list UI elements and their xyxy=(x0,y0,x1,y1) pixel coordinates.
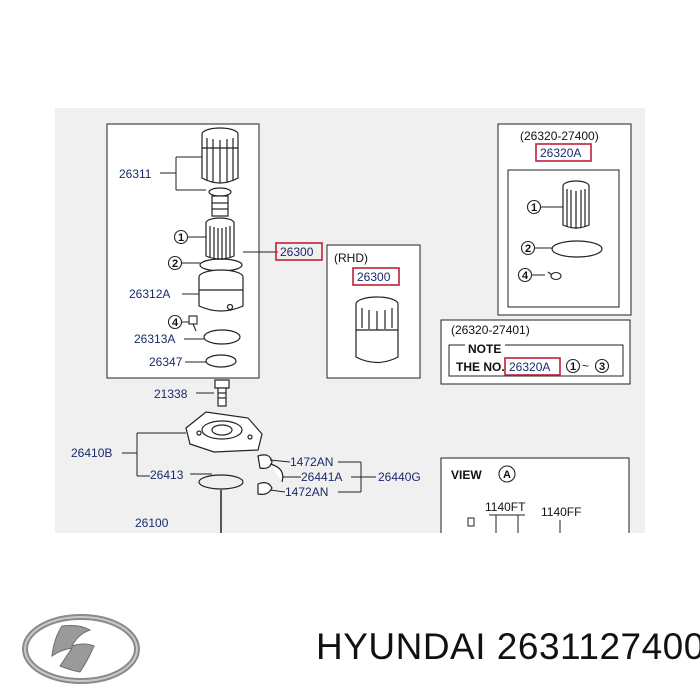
label-26300: 26300 xyxy=(280,245,314,259)
callout-2-kit-text: 2 xyxy=(525,243,531,255)
bracket-26440G xyxy=(338,461,376,493)
kit-27401-code: (26320-27401) xyxy=(451,323,530,337)
bracket-26410B xyxy=(122,432,186,477)
hose-fitting-drawing xyxy=(257,454,284,495)
callout-4-left-text: 4 xyxy=(172,317,179,329)
filter-housing-drawing xyxy=(198,269,244,312)
label-26410B: 26410B xyxy=(71,446,112,460)
note-callout-1 xyxy=(565,358,581,374)
label-1472AN-a: 1472AN xyxy=(290,455,333,469)
note-title: NOTE xyxy=(468,342,501,356)
leader-1472AN-a xyxy=(269,459,291,463)
callout-2-left-text: 2 xyxy=(172,258,178,270)
label-26441A: 26441A xyxy=(301,470,342,484)
callout-1-kit-text: 1 xyxy=(531,202,537,214)
callout-2-kit xyxy=(520,240,536,256)
callout-4-kit-text: 4 xyxy=(522,270,529,282)
label-1140FF: 1140FF xyxy=(541,505,581,519)
oil-cooler-drawing xyxy=(185,411,263,453)
note-callout-3-text: 3 xyxy=(599,361,605,373)
note-callout-3 xyxy=(594,358,610,374)
diagram-bottom-mask xyxy=(55,533,645,543)
seal-ring-drawing xyxy=(205,354,237,368)
callout-4-kit xyxy=(517,267,533,283)
label-21338: 21338 xyxy=(154,387,188,401)
rhd-filter-drawing xyxy=(355,296,399,364)
callout-1-left xyxy=(173,229,189,245)
kit-element-drawing xyxy=(562,180,590,229)
note-title-bg xyxy=(465,340,505,351)
view-a-leaders xyxy=(467,514,561,533)
label-26300-rhd: 26300 xyxy=(357,270,391,284)
label-26311: 26311 xyxy=(119,167,152,181)
hyundai-logo-icon xyxy=(22,614,140,684)
leader-1472AN-b xyxy=(269,489,286,493)
highlight-26300 xyxy=(275,242,323,261)
note-callout-1-text: 1 xyxy=(570,361,576,373)
view-a-title: VIEW xyxy=(451,468,482,482)
label-1472AN-b: 1472AN xyxy=(285,485,328,499)
bolt-drawing xyxy=(188,315,198,332)
filter-element-drawing xyxy=(205,217,235,260)
callout-4-left xyxy=(167,314,183,330)
brand-caption: HYUNDAI 2631127400 xyxy=(316,626,700,667)
label-26413: 26413 xyxy=(150,468,184,482)
note-text: THE NO. xyxy=(456,360,505,374)
view-a-letter: A xyxy=(503,469,511,481)
label-26313A: 26313A xyxy=(134,332,175,346)
cooler-gasket-drawing xyxy=(198,474,244,490)
highlight-kit-27400 xyxy=(535,143,592,162)
note-part: 26320A xyxy=(509,360,550,374)
label-26440G: 26440G xyxy=(378,470,421,484)
label-kit-27400-part: 26320A xyxy=(540,146,581,160)
bracket-26311 xyxy=(160,156,206,191)
filter-cap-drawing xyxy=(201,127,239,217)
callout-1-left-text: 1 xyxy=(178,232,184,244)
highlight-note-part xyxy=(504,357,561,376)
rhd-label: (RHD) xyxy=(334,251,368,265)
label-26312A: 26312A xyxy=(129,287,170,301)
gasket-drawing xyxy=(203,329,241,345)
label-1140FT: 1140FT xyxy=(485,500,526,514)
label-26347: 26347 xyxy=(149,355,183,369)
view-a-callout xyxy=(498,465,516,483)
callout-1-kit xyxy=(526,199,542,215)
callout-2-left xyxy=(167,255,183,271)
note-range-sep: ~ xyxy=(582,359,589,373)
kit-27400-code: (26320-27400) xyxy=(520,129,599,143)
highlight-26300-rhd xyxy=(352,267,400,286)
kit-o-ring-drawing xyxy=(551,240,603,258)
label-26100: 26100 xyxy=(135,516,169,530)
kit-washer-drawing xyxy=(547,271,562,281)
center-bolt-drawing xyxy=(214,379,230,407)
